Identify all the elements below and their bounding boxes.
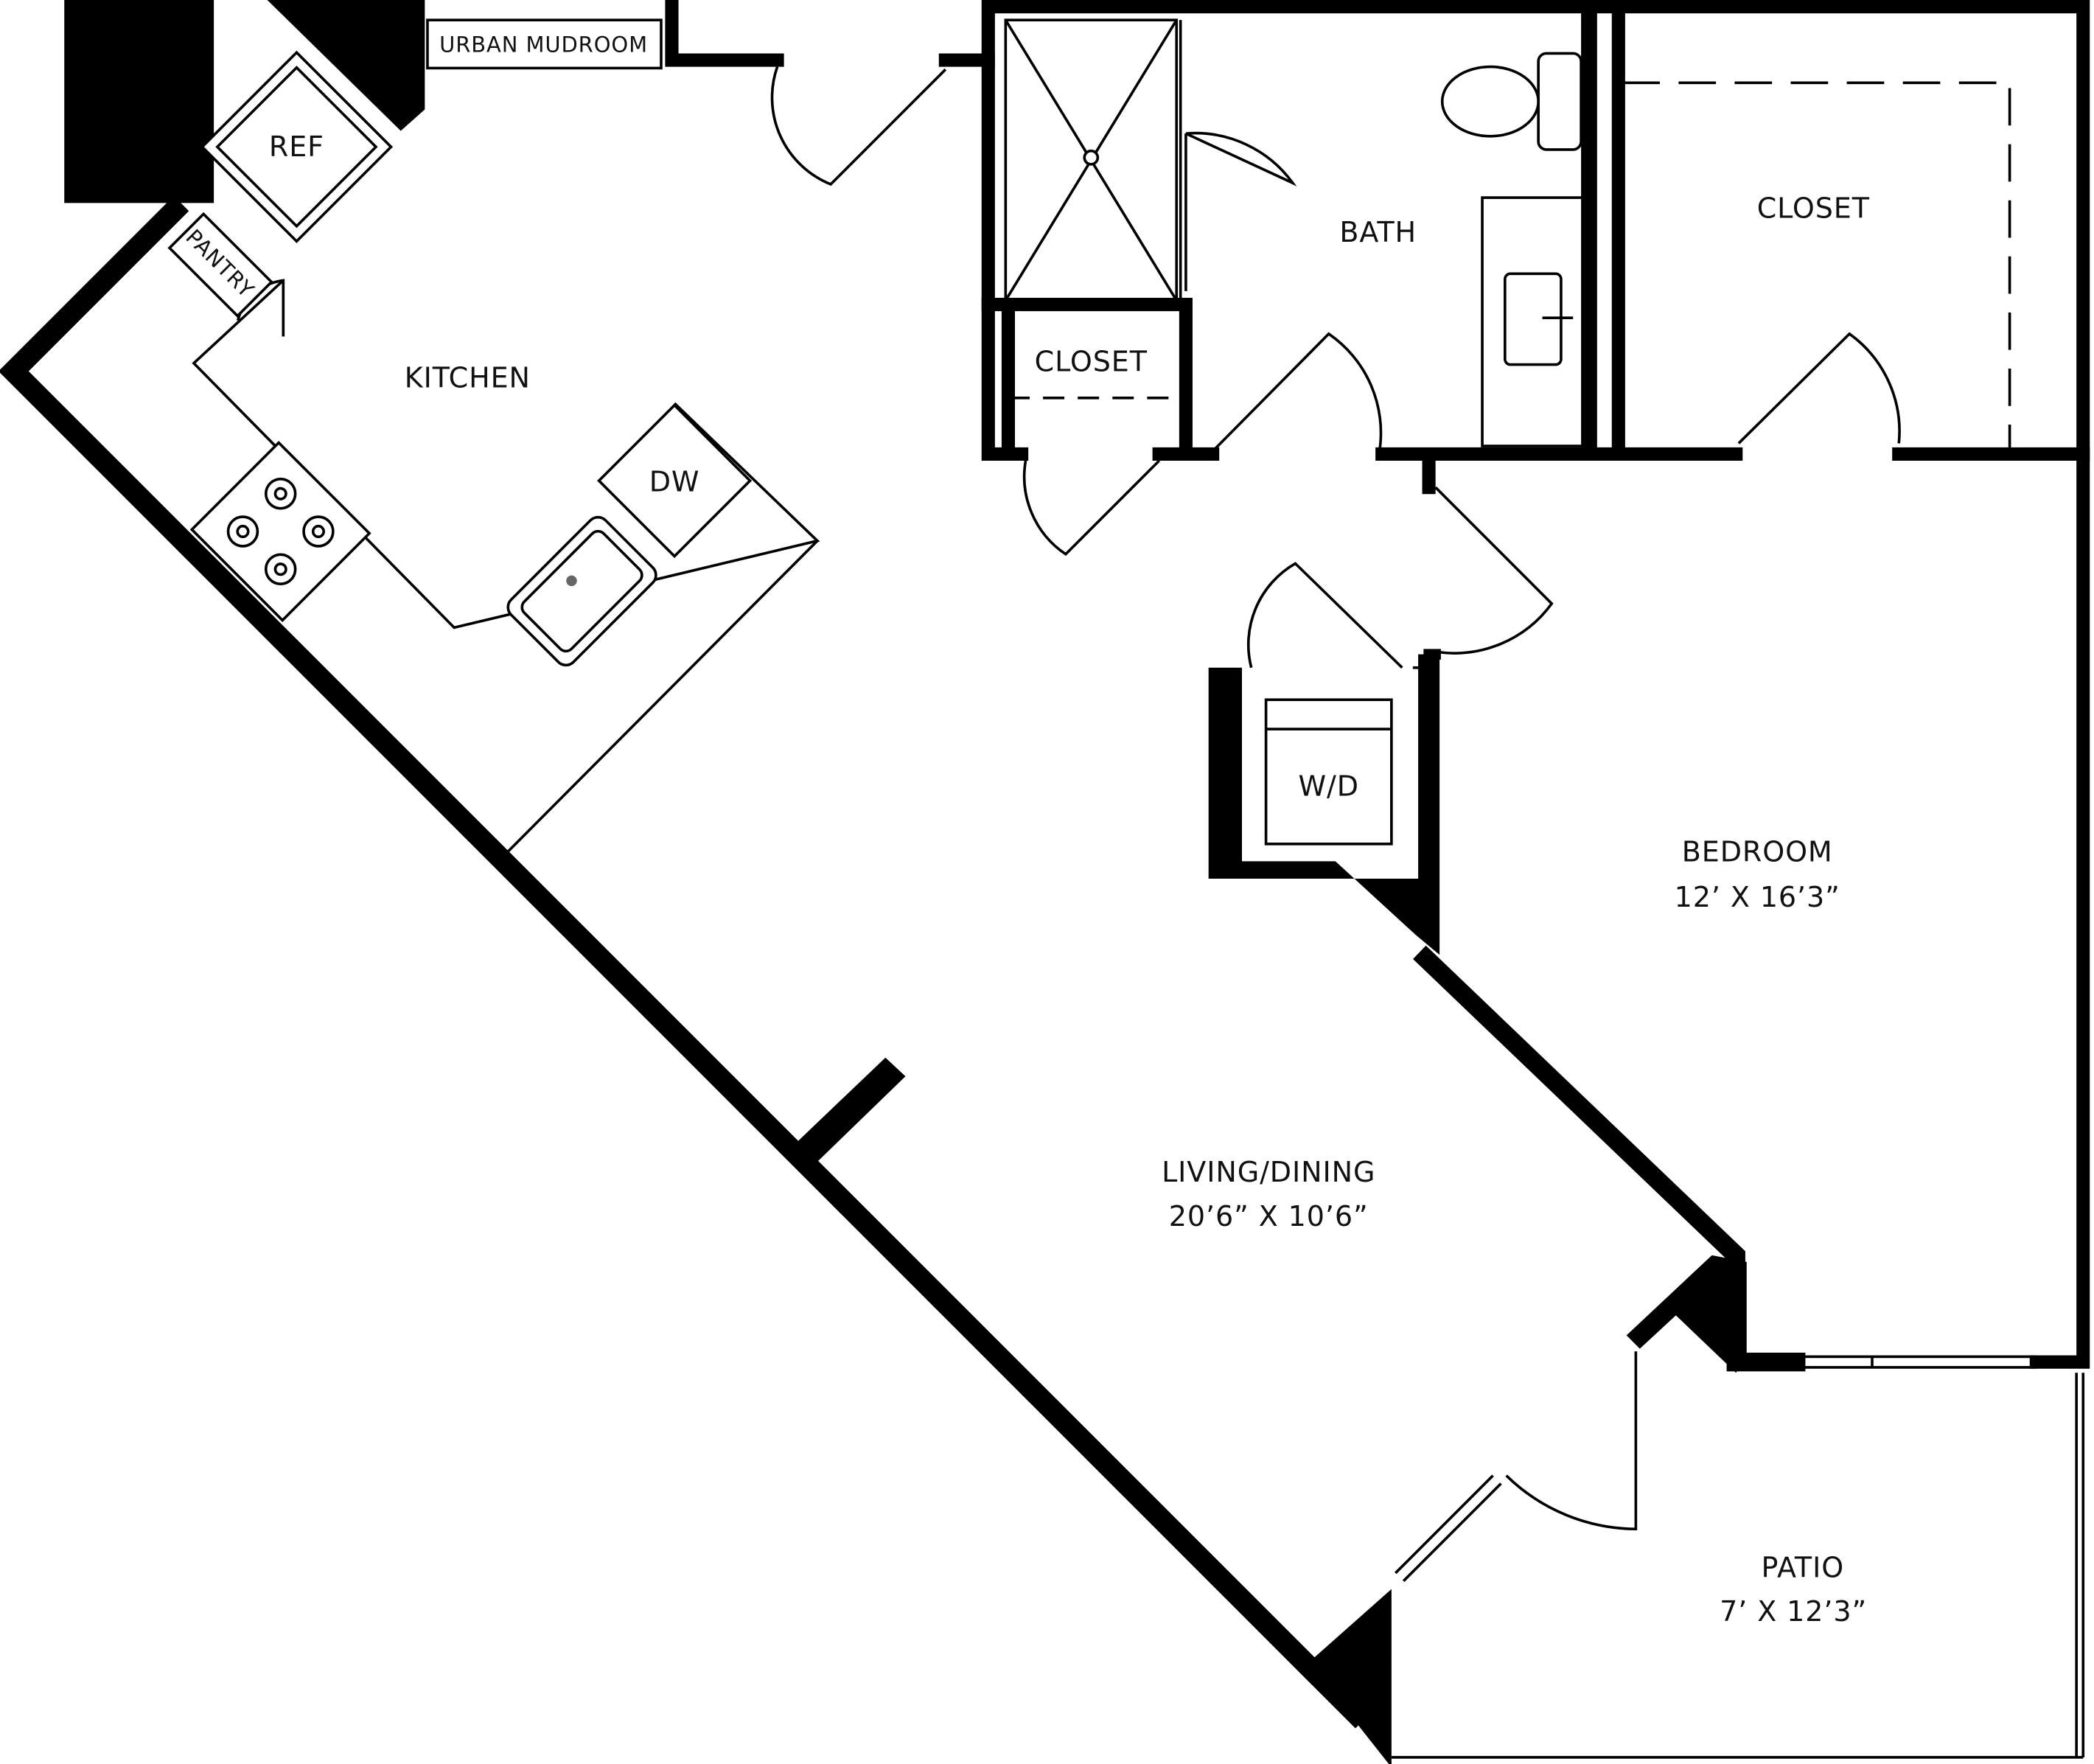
wall-block-top-left xyxy=(64,0,425,203)
kitchen-label: KITCHEN xyxy=(405,361,531,394)
refrigerator xyxy=(200,50,394,243)
kitchen-sink xyxy=(506,515,657,667)
vanity xyxy=(1481,196,1584,447)
bedroom-size: 12’ X 16’3” xyxy=(1675,881,1840,913)
dw-label: DW xyxy=(649,466,700,498)
washer-dryer xyxy=(1264,698,1393,846)
stove xyxy=(189,441,371,622)
closet-bedroom-label: CLOSET xyxy=(1757,192,1870,224)
walls xyxy=(0,0,2090,1729)
shower xyxy=(1004,18,1182,302)
closet-hall-label: CLOSET xyxy=(1035,346,1148,378)
bath-label: BATH xyxy=(1339,216,1417,248)
wall-block-patio-corner xyxy=(1626,1255,1747,1373)
doors xyxy=(236,66,1901,1530)
wall-stub-living xyxy=(797,1057,906,1162)
patio-label: PATIO xyxy=(1762,1551,1844,1583)
patio-size: 7’ X 12’3” xyxy=(1720,1595,1867,1628)
kitchen-island-edge xyxy=(506,540,819,854)
living-label: LIVING/DINING xyxy=(1162,1156,1375,1188)
urban-mudroom-box xyxy=(426,18,663,70)
windows xyxy=(1389,1355,2085,1764)
closet-shelf-bedroom xyxy=(1622,81,2011,452)
living-size: 20’6” X 10’6” xyxy=(1169,1200,1369,1233)
kitchen-counter xyxy=(192,279,820,630)
wall-block-patio-bottom xyxy=(1308,1589,1392,1764)
ref-label: REF xyxy=(269,130,324,163)
urban-mudroom-label: URBAN MUDROOM xyxy=(439,32,648,57)
pantry-box xyxy=(167,212,273,318)
bedroom-label: BEDROOM xyxy=(1682,835,1833,868)
wd-label: W/D xyxy=(1299,770,1359,803)
wall-block-wd xyxy=(1208,654,1440,955)
dishwasher xyxy=(597,403,753,559)
toilet xyxy=(1440,52,1582,151)
